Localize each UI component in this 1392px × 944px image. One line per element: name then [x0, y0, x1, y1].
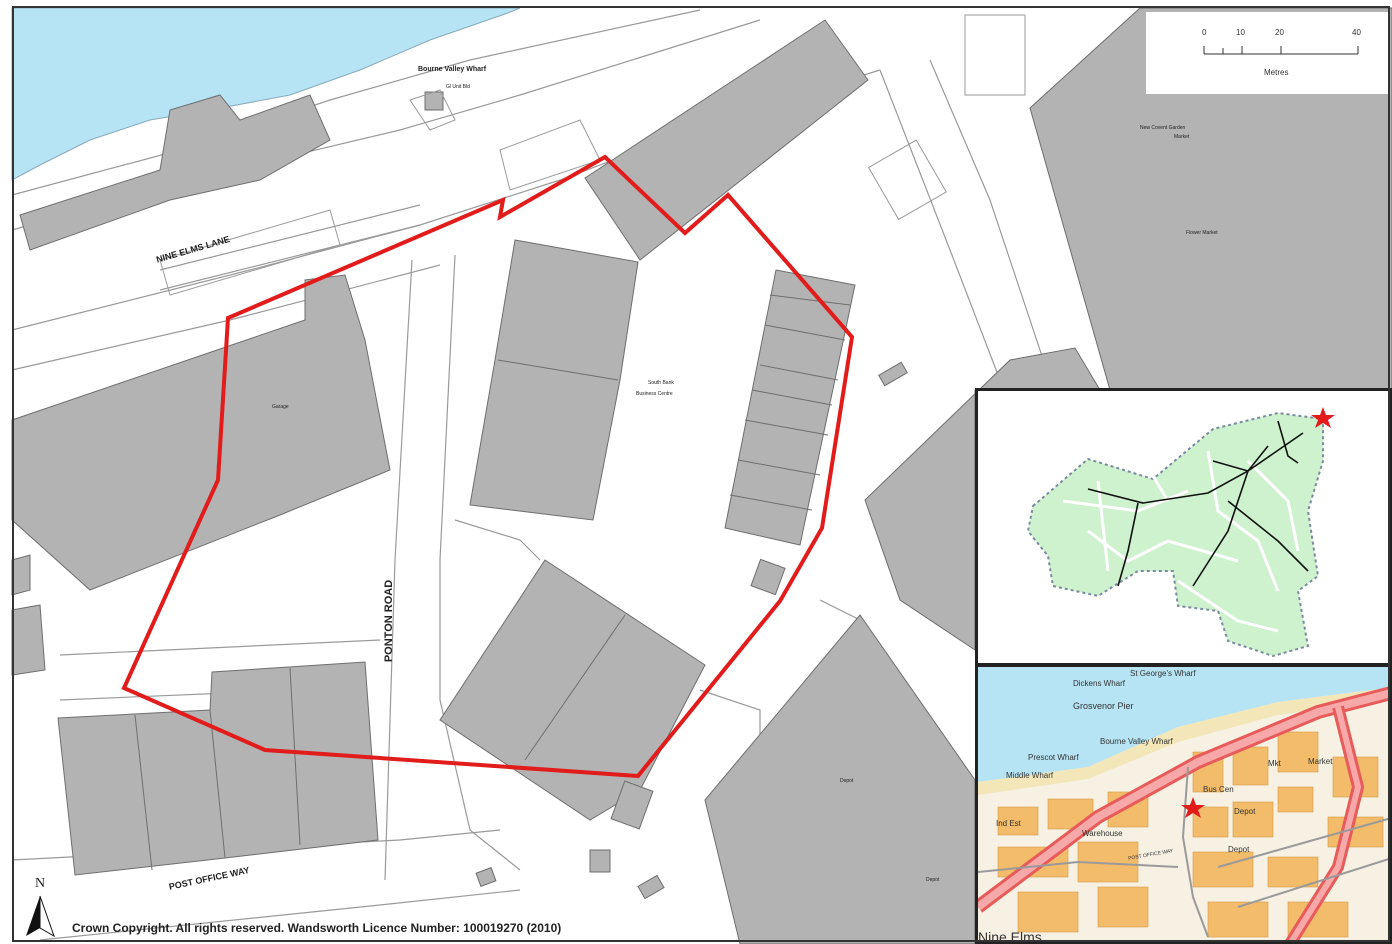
location-river — [978, 667, 1389, 782]
loc-label-dickens: Dickens Wharf — [1073, 679, 1126, 688]
loc-label-st-georges: St George's Wharf — [1130, 669, 1196, 678]
loc-label-grosvenor-pier: Grosvenor Pier — [1073, 701, 1134, 711]
scale-bar-graphic — [1203, 46, 1359, 55]
building-market-north — [1029, 7, 1392, 391]
label-depot-2: Depot — [926, 877, 940, 883]
inset-overview-map[interactable] — [975, 388, 1392, 666]
label-ponton-road: PONTON ROAD — [383, 579, 396, 663]
building-post-office-row — [57, 661, 379, 876]
loc-label-prescot: Prescot Wharf — [1028, 753, 1079, 762]
label-flower-market: Flower Market — [1186, 230, 1218, 236]
scale-tick-40: 40 — [1352, 28, 1361, 37]
inset-location-map[interactable]: St George's Wharf Dickens Wharf Grosveno… — [975, 664, 1392, 944]
scale-tick-10: 10 — [1236, 28, 1245, 37]
building-wharf-block — [19, 94, 331, 251]
label-market-1: New Covent Garden — [1140, 125, 1186, 131]
scale-unit: Metres — [1264, 68, 1289, 77]
overview-area — [1026, 411, 1324, 658]
scale-bar: 0 10 20 40 Metres — [1146, 12, 1390, 94]
building-south-block — [439, 559, 706, 821]
label-business-centre-1: South Bank — [648, 380, 674, 386]
label-business-centre-2: Business Centre — [636, 391, 673, 397]
label-bourne-valley-wharf: Bourne Valley Wharf — [418, 66, 487, 73]
location-site-marker — [1181, 797, 1205, 818]
copyright-notice: Crown Copyright. All rights reserved. Wa… — [72, 921, 562, 935]
river-thames — [11, 7, 521, 181]
overview-site-marker — [1311, 407, 1335, 428]
loc-label-mkt: Mkt — [1268, 759, 1281, 768]
north-label: N — [35, 876, 46, 891]
label-garage: Garage — [272, 404, 289, 410]
loc-label-bus-cen: Bus Cen — [1203, 785, 1234, 794]
loc-label-warehouse: Warehouse — [1082, 829, 1123, 838]
loc-label-bourne-valley: Bourne Valley Wharf — [1100, 737, 1173, 746]
loc-label-market: Market — [1308, 757, 1333, 766]
north-arrow: N — [22, 876, 72, 940]
loc-label-depot-b: Depot — [1228, 845, 1250, 854]
scale-tick-20: 20 — [1275, 28, 1284, 37]
building-business-centre-west — [469, 239, 639, 521]
building-garage — [11, 274, 391, 591]
north-arrow-icon — [26, 895, 55, 938]
loc-label-ind-est: Ind Est — [996, 819, 1021, 828]
loc-label-depot-a: Depot — [1234, 807, 1256, 816]
site-boundary — [121, 154, 855, 779]
scale-tick-0: 0 — [1202, 28, 1207, 37]
building-business-centre-east — [724, 269, 856, 546]
label-market-2: Market — [1174, 134, 1190, 140]
label-wharf-sub: Gl Unit Bld — [446, 84, 470, 90]
label-depot-1: Depot — [840, 778, 854, 784]
loc-label-middle-wharf: Middle Wharf — [1006, 771, 1054, 780]
building-north-shed — [584, 19, 869, 261]
loc-label-area-name: Nine Elms — [978, 929, 1042, 944]
